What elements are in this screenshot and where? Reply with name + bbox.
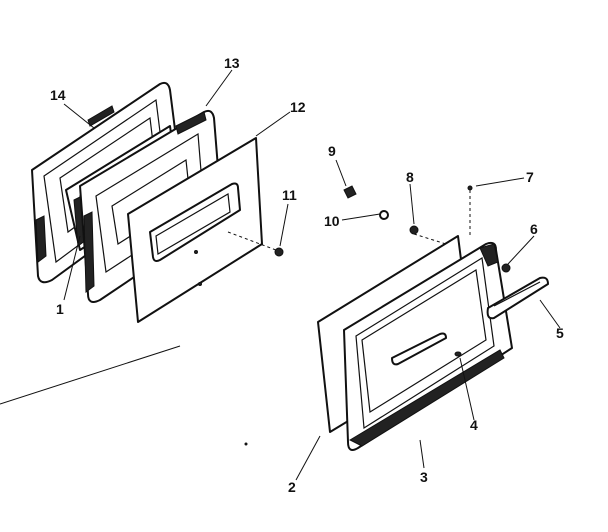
part-5-door-handle	[486, 276, 549, 320]
part-10-spacer	[379, 210, 389, 220]
callout-13: 13	[224, 55, 240, 71]
part-6-handle-bracket	[501, 263, 511, 273]
part-9-clip	[343, 185, 357, 199]
callout-7: 7	[526, 169, 534, 185]
callout-3: 3	[420, 469, 428, 485]
part-11-screw	[227, 231, 284, 257]
callout-11: 11	[282, 187, 297, 203]
leader-lines	[0, 69, 561, 481]
callout-9: 9	[328, 143, 336, 159]
callout-labels: 14 13 12 11 1 9 10 8 7 6 5 4 3 2	[50, 55, 564, 495]
callout-6: 6	[530, 221, 538, 237]
part-4-nameplate-slot	[391, 332, 462, 366]
callout-14: 14	[50, 87, 66, 103]
part-8-screw	[409, 225, 447, 245]
part-7-screw	[467, 185, 473, 236]
part-12-door-glass-panel	[127, 137, 263, 323]
callout-10: 10	[324, 213, 340, 229]
callout-1: 1	[56, 301, 64, 317]
callout-5: 5	[556, 325, 564, 341]
callout-4: 4	[470, 417, 478, 433]
callout-8: 8	[406, 169, 414, 185]
callout-2: 2	[288, 479, 296, 495]
callout-12: 12	[290, 99, 306, 115]
